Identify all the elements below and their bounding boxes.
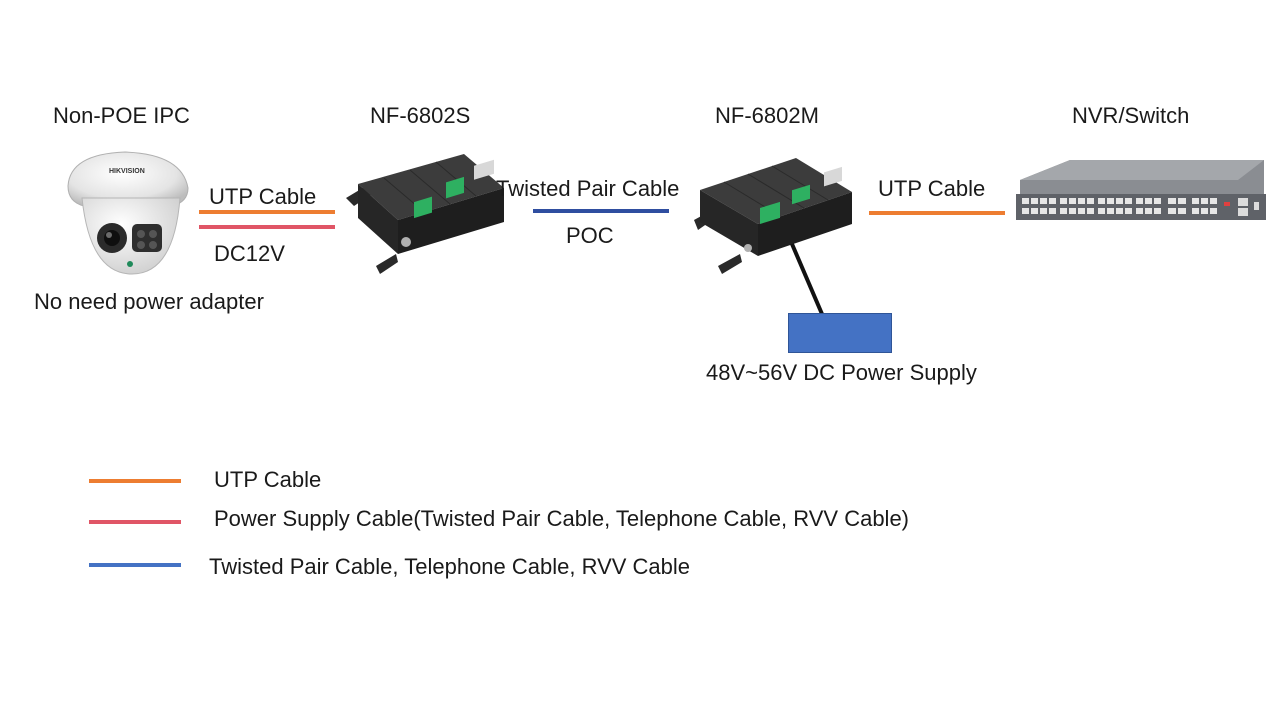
utp-cable-line-2 (869, 211, 1005, 215)
receiver-title: NF-6802M (715, 103, 819, 128)
twisted-pair-label: Twisted Pair Cable (496, 176, 680, 201)
switch-link-label: UTP Cable (878, 176, 986, 201)
twisted-pair-line (533, 209, 669, 213)
switch-title: NVR/Switch (1072, 103, 1190, 128)
power-cable-line (199, 225, 335, 229)
poc-label: POC (566, 223, 614, 248)
legend-twisted-label: Twisted Pair Cable, Telephone Cable, RVV… (209, 554, 691, 579)
legend-power-swatch (89, 520, 181, 524)
legend-twisted-swatch (89, 563, 181, 567)
legend-power-label: Power Supply Cable(Twisted Pair Cable, T… (214, 506, 910, 531)
camera-brand: HIKVISION (109, 168, 145, 175)
legend-utp-swatch (89, 479, 181, 483)
utp-cable-line (199, 210, 335, 214)
sender-device-image (336, 150, 511, 275)
legend-utp-label: UTP Cable (214, 467, 322, 492)
camera-title: Non-POE IPC (53, 103, 190, 128)
dome-camera-image (60, 148, 200, 278)
camera-link-top-label: UTP Cable (209, 184, 317, 209)
power-supply-box (788, 313, 892, 353)
camera-note: No need power adapter (34, 289, 264, 314)
receiver-device-image (688, 150, 863, 275)
switch-device-image (1012, 158, 1270, 222)
sender-title: NF-6802S (370, 103, 471, 128)
camera-link-bottom-label: DC12V (214, 241, 285, 266)
power-wire (786, 240, 836, 320)
power-supply-label: 48V~56V DC Power Supply (706, 360, 977, 385)
